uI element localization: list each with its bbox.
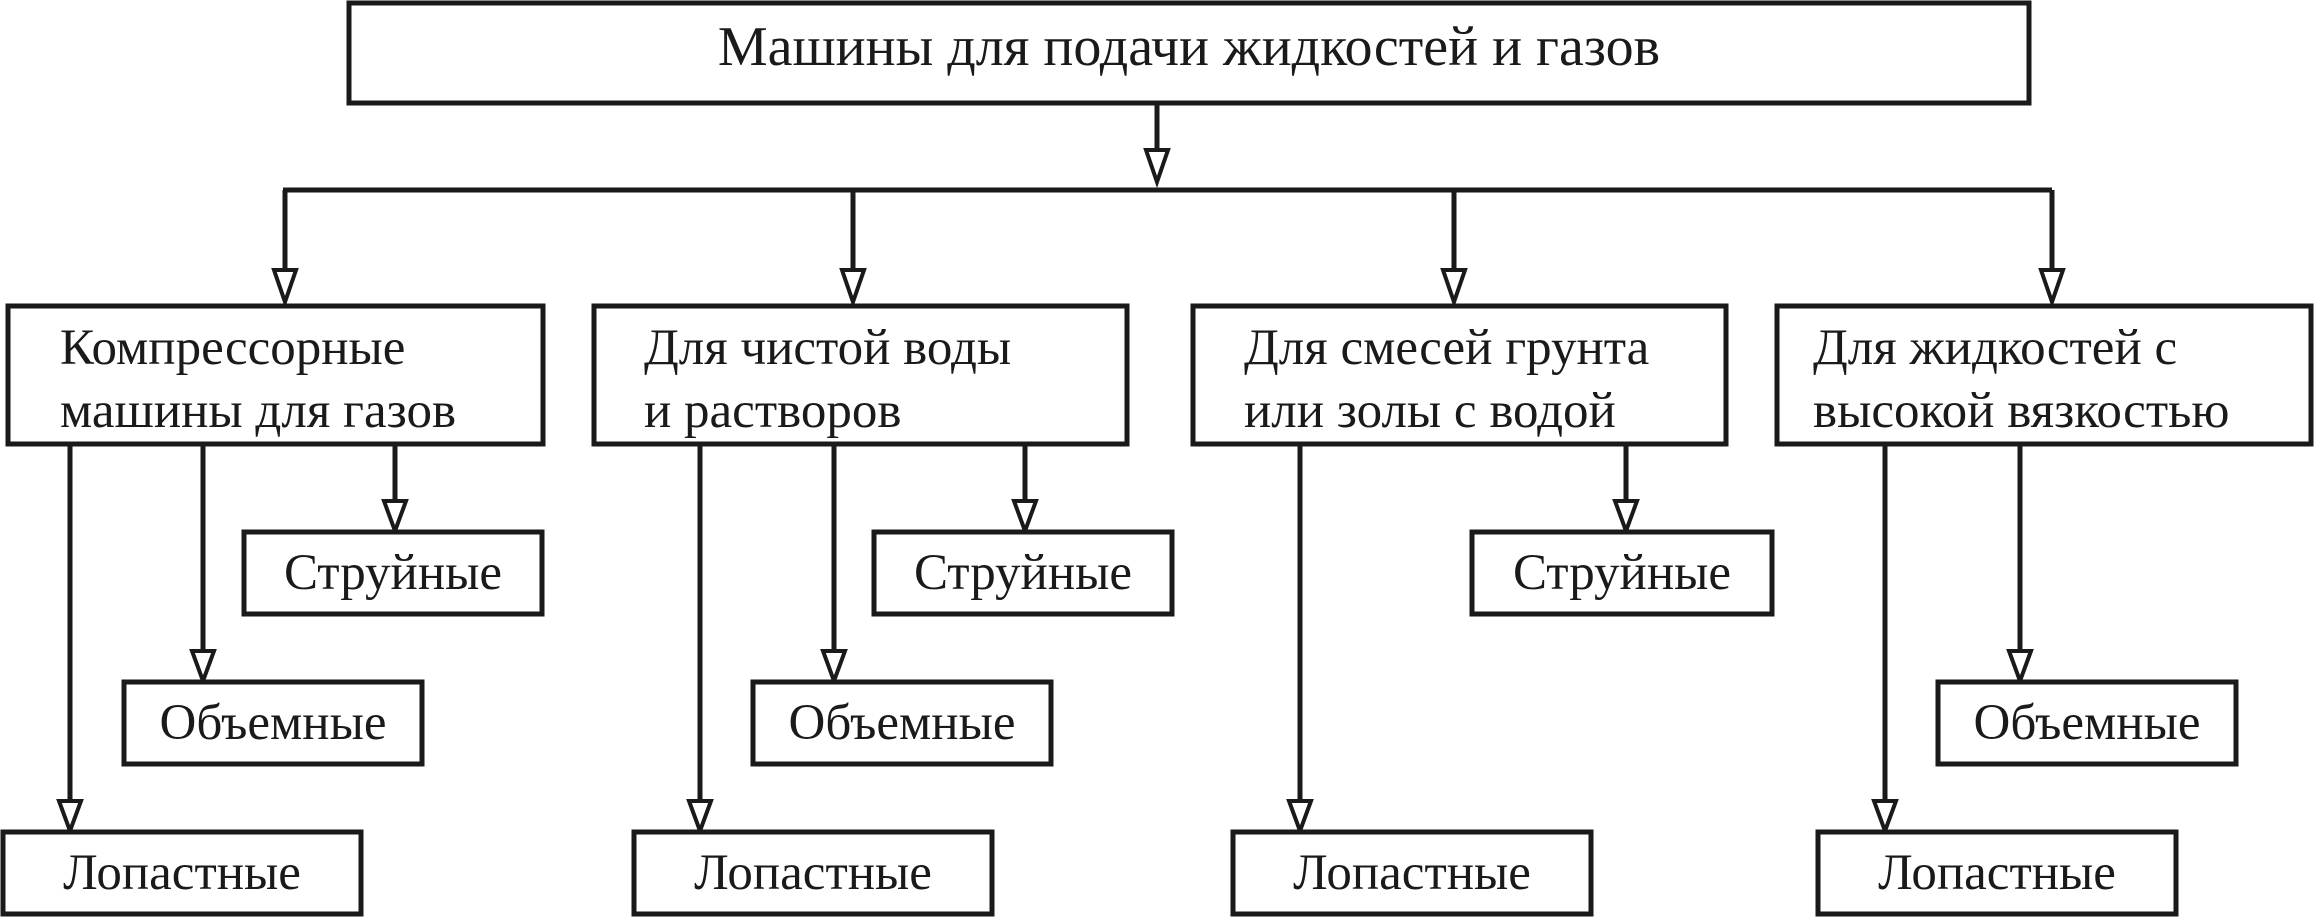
cat4-volumetric-box bbox=[1935, 679, 2239, 767]
category-node-3: Для смесей грунта или золы с водой bbox=[1190, 303, 1729, 447]
cat2-volumetric-box bbox=[750, 679, 1054, 767]
arrowhead-cat1-vane bbox=[56, 799, 84, 837]
cat1-leaf-vane: Лопастные bbox=[0, 829, 364, 917]
arrowhead-cat1-volumetric bbox=[189, 649, 217, 687]
cat2-leaf-vane: Лопастные bbox=[631, 829, 995, 917]
root-node: Машины для подачи жидкостей и газов bbox=[346, 0, 2032, 106]
cat1-leaf-jet: Струйные bbox=[241, 529, 545, 617]
cat2-leaf-volumetric: Объемные bbox=[750, 679, 1054, 767]
arrowhead-cat3-jet bbox=[1612, 499, 1640, 537]
category-box-2 bbox=[591, 303, 1130, 447]
category-1-line-2: машины для газов bbox=[60, 383, 456, 439]
category-4-line-1: Для жидкостей с bbox=[1813, 320, 2177, 376]
cat2-leaf-jet: Струйные bbox=[871, 529, 1175, 617]
cat1-leaf-volumetric: Объемные bbox=[121, 679, 425, 767]
category-node-2: Для чистой воды и растворов bbox=[591, 303, 1130, 447]
cat4-volumetric-label: Объемные bbox=[1974, 695, 2201, 751]
arrowhead-category-2 bbox=[839, 268, 867, 309]
connectors bbox=[67, 103, 2055, 813]
cat1-volumetric-box bbox=[121, 679, 425, 767]
cat4-vane-box bbox=[1815, 829, 2179, 917]
category-node-1: Компрессорные машины для газов bbox=[5, 303, 546, 447]
cat4-leaf-vane: Лопастные bbox=[1815, 829, 2179, 917]
cat1-vane-label: Лопастные bbox=[63, 845, 301, 901]
cat3-vane-label: Лопастные bbox=[1293, 845, 1531, 901]
arrowhead-category-3 bbox=[1440, 268, 1468, 309]
arrowhead-category-4 bbox=[2038, 268, 2066, 309]
arrowheads bbox=[56, 148, 2066, 837]
category-2-line-2: и растворов bbox=[644, 383, 901, 439]
category-3-line-2: или золы с водой bbox=[1244, 383, 1616, 439]
arrowhead-cat4-volumetric bbox=[2006, 649, 2034, 687]
cat3-leaf-jet: Струйные bbox=[1469, 529, 1775, 617]
category-2-line-1: Для чистой воды bbox=[644, 320, 1011, 376]
arrowhead-cat2-jet bbox=[1011, 499, 1039, 537]
cat1-jet-label: Струйные bbox=[284, 545, 502, 601]
cat2-jet-label: Струйные bbox=[914, 545, 1132, 601]
cat1-vane-box bbox=[0, 829, 364, 917]
arrowhead-cat2-vane bbox=[686, 799, 714, 837]
category-3-line-1: Для смесей грунта bbox=[1244, 320, 1649, 376]
arrowhead-cat4-vane bbox=[1871, 799, 1899, 837]
cat3-jet-label: Струйные bbox=[1513, 545, 1731, 601]
category-1-line-1: Компрессорные bbox=[60, 320, 405, 376]
arrowhead-cat2-volumetric bbox=[820, 649, 848, 687]
cat4-leaf-volumetric: Объемные bbox=[1935, 679, 2239, 767]
cat1-jet-box bbox=[241, 529, 545, 617]
category-4-line-2: высокой вязкостью bbox=[1813, 383, 2229, 439]
cat3-jet-box bbox=[1469, 529, 1775, 617]
diagram-title: Машины для подачи жидкостей и газов bbox=[718, 16, 1660, 78]
cat2-jet-box bbox=[871, 529, 1175, 617]
cat2-volumetric-label: Объемные bbox=[789, 695, 1016, 751]
arrowhead-category-1 bbox=[271, 268, 299, 309]
cat3-vane-box bbox=[1230, 829, 1594, 917]
cat4-vane-label: Лопастные bbox=[1878, 845, 2116, 901]
category-box-1 bbox=[5, 303, 546, 447]
cat2-vane-label: Лопастные bbox=[694, 845, 932, 901]
category-box-3 bbox=[1190, 303, 1729, 447]
root-box bbox=[346, 0, 2032, 106]
arrowhead-cat1-jet bbox=[381, 499, 409, 537]
arrowhead-cat3-vane bbox=[1286, 799, 1314, 837]
category-box-4 bbox=[1774, 303, 2314, 447]
cat3-leaf-vane: Лопастные bbox=[1230, 829, 1594, 917]
category-node-4: Для жидкостей с высокой вязкостью bbox=[1774, 303, 2314, 447]
arrowhead-root bbox=[1143, 148, 1171, 189]
cat1-volumetric-label: Объемные bbox=[160, 695, 387, 751]
cat2-vane-box bbox=[631, 829, 995, 917]
